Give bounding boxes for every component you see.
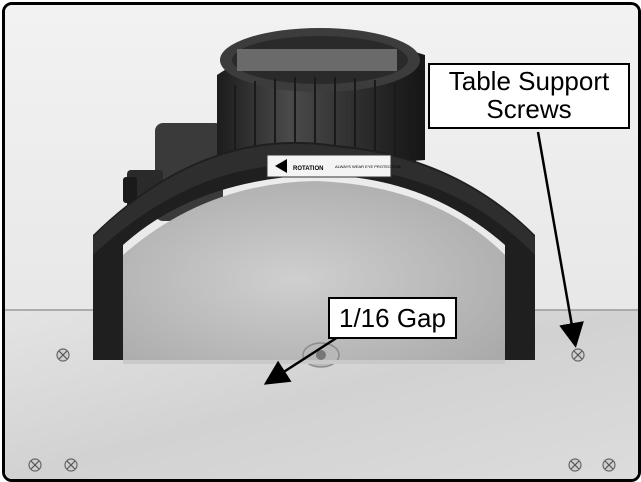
motor-nameplate xyxy=(237,49,397,71)
warning-label-text: ALWAYS WEAR EYE PROTECTION xyxy=(335,164,401,169)
gap-callout-label: 1/16 Gap xyxy=(339,303,446,333)
gap-callout: 1/16 Gap xyxy=(328,297,457,339)
callout-screws-line1: Table Support xyxy=(448,66,610,96)
table-support-screws-callout: Table Support Screws xyxy=(428,63,630,129)
callout-screws-line2: Screws xyxy=(486,94,572,125)
rotation-label xyxy=(266,154,392,178)
rotation-label-text: ROTATION xyxy=(293,166,323,172)
